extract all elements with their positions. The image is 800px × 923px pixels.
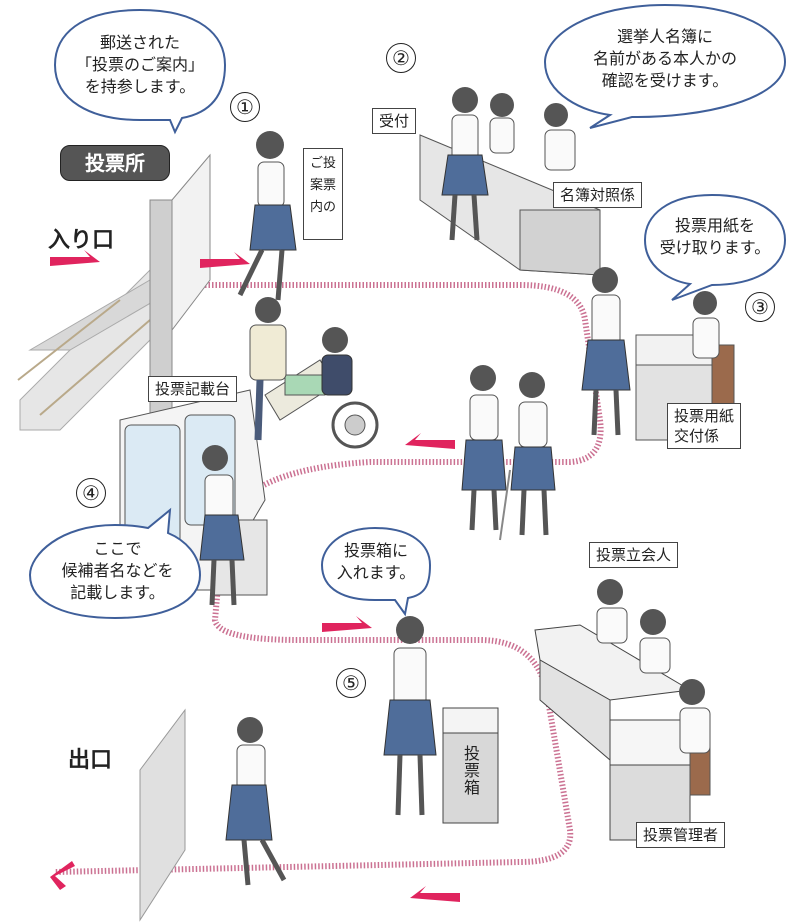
arrow-to-booth <box>405 433 455 449</box>
step-number-5: ⑤ <box>336 668 366 698</box>
label-poll-manager: 投票管理者 <box>636 822 726 848</box>
voter-step5 <box>383 616 437 816</box>
bubble-step3-shape <box>643 193 787 301</box>
bubble-step3-text: 投票用紙を 受け取ります。 <box>659 216 771 257</box>
voter-step4 <box>199 445 245 606</box>
label-poll-witness: 投票立会人 <box>589 542 679 568</box>
accessible-table <box>264 359 379 449</box>
voter-exiting <box>225 717 287 886</box>
bubble-step5-text: 投票箱に 入れます。 <box>336 541 416 582</box>
entrance-label: 入り口 <box>48 228 115 253</box>
step-number-1: ① <box>230 92 260 122</box>
bubble-step2-text: 選挙人名簿に 名前がある本人かの 確認を受けます。 <box>592 27 737 90</box>
witness-staff <box>596 579 711 754</box>
step-number-3: ③ <box>745 292 775 322</box>
bubble-step1-text: 郵送された 「投票のご案内」 を持参します。 <box>75 33 204 96</box>
speech-bubbles <box>28 3 787 620</box>
arrow-to-ballot-box <box>322 616 372 632</box>
label-ballot-box: 投票箱 <box>461 745 480 796</box>
voters-assisted <box>461 365 556 541</box>
arrow-after-door <box>200 252 250 268</box>
bubble-step2-shape <box>543 3 787 129</box>
arrow-entrance <box>50 250 100 266</box>
voting-guide-card: ご投 案票 内の <box>303 148 343 240</box>
label-reception: 受付 <box>372 108 417 134</box>
bubble-step5-shape <box>320 526 432 617</box>
ballot-box <box>442 707 499 824</box>
arrow-exit-head <box>50 861 75 890</box>
voter-step1 <box>237 131 297 301</box>
voter-step2 <box>441 87 576 241</box>
bubble-step1-shape <box>53 8 227 135</box>
direction-arrows <box>50 250 460 902</box>
label-ballot-issuer: 投票用紙 交付係 <box>667 403 742 449</box>
bubble-step4-text: ここで 候補者名などを 記載します。 <box>61 539 174 602</box>
label-writing-booth: 投票記載台 <box>148 376 238 402</box>
label-roll-checker: 名簿対照係 <box>553 182 643 208</box>
bubble-step4-shape <box>28 507 202 620</box>
step-number-2: ② <box>386 43 416 73</box>
polling-station-title: 投票所 <box>60 145 170 181</box>
staff-and-wheelchair-user <box>249 297 353 441</box>
arrow-to-exit-bottom <box>410 886 460 902</box>
step-number-4: ④ <box>76 478 106 508</box>
exit-label: 出口 <box>68 748 113 773</box>
exit-panel <box>139 708 186 922</box>
voter-step3 <box>581 267 720 436</box>
